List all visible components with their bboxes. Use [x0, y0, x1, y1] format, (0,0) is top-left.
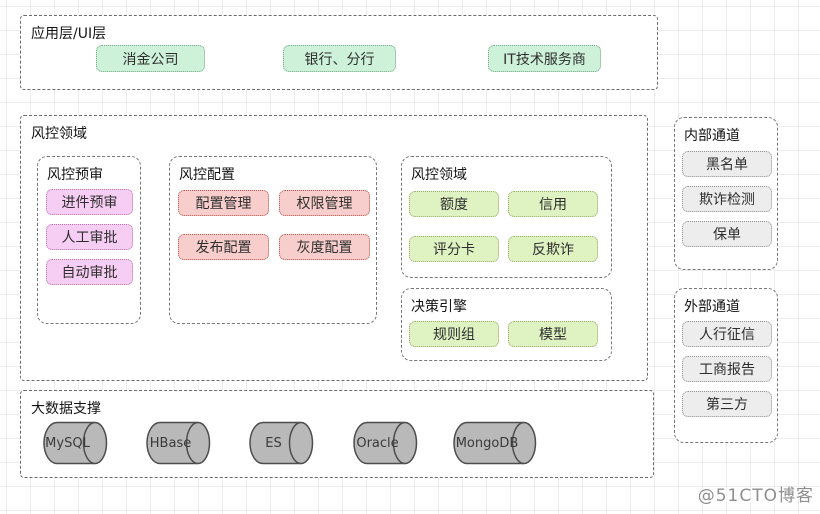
- node-blacklist: 黑名单: [682, 151, 772, 177]
- watermark-51cto-blog: @51CTO博客: [697, 486, 814, 506]
- node-quota: 额度: [409, 191, 499, 217]
- risk-control-domain-frame: 风控领域 风控预审 进件预审 人工审批 自动审批 风控配置 配置管理 权限管理 …: [20, 115, 648, 381]
- node-insurance-policy: 保单: [682, 221, 772, 247]
- node-anti-fraud: 反欺诈: [508, 236, 598, 262]
- app-ui-layer-frame: 应用层/UI层 消金公司 银行、分行 IT技术服务商: [20, 15, 658, 90]
- node-gray-config: 灰度配置: [279, 234, 370, 260]
- db-label-mongodb: MongoDB: [455, 435, 519, 451]
- db-label-es: ES: [265, 435, 282, 451]
- database-cylinder-icon: [43, 421, 108, 465]
- pre-review-group: 风控预审 进件预审 人工审批 自动审批: [37, 156, 141, 324]
- node-config-management: 配置管理: [178, 190, 269, 216]
- bigdata-support-title: 大数据支撑: [31, 401, 101, 417]
- decision-engine-title: 决策引擎: [411, 299, 467, 315]
- node-pboc-credit: 人行征信: [682, 321, 772, 347]
- external-channel-title: 外部通道: [684, 299, 740, 315]
- db-label-hbase: HBase: [149, 435, 192, 451]
- node-rule-group: 规则组: [409, 321, 499, 347]
- db-cylinder-es: ES: [249, 421, 314, 465]
- bigdata-support-frame: 大数据支撑 MySQL HBase ES: [20, 390, 654, 478]
- node-scorecard: 评分卡: [409, 236, 499, 262]
- node-fraud-detection: 欺诈检测: [682, 186, 772, 212]
- node-release-config: 发布配置: [178, 234, 269, 260]
- database-cylinder-icon: [249, 421, 314, 465]
- node-it-service-provider: IT技术服务商: [488, 45, 601, 72]
- node-model: 模型: [508, 321, 598, 347]
- node-consumer-finance-company: 消金公司: [96, 45, 205, 72]
- decision-engine-group: 决策引擎 规则组 模型: [401, 288, 612, 361]
- node-bank-branch: 银行、分行: [283, 45, 396, 72]
- pre-review-title: 风控预审: [47, 167, 103, 183]
- risk-control-domain-title: 风控领域: [31, 126, 87, 142]
- database-cylinder-icon: [353, 421, 418, 465]
- node-business-report: 工商报告: [682, 356, 772, 382]
- db-cylinder-mysql: MySQL: [43, 421, 108, 465]
- db-label-mysql: MySQL: [45, 435, 90, 451]
- node-permission-management: 权限管理: [279, 190, 370, 216]
- node-auto-approval: 自动审批: [46, 259, 133, 285]
- node-manual-approval: 人工审批: [46, 224, 133, 250]
- db-cylinder-hbase: HBase: [146, 421, 211, 465]
- risk-domain-group: 风控领域 额度 信用 评分卡 反欺诈: [401, 156, 612, 278]
- node-third-party: 第三方: [682, 391, 772, 417]
- internal-channel-frame: 内部通道 黑名单 欺诈检测 保单: [674, 117, 778, 270]
- node-credit: 信用: [508, 191, 598, 217]
- node-intake-pre-review: 进件预审: [46, 189, 133, 215]
- database-cylinder-icon: [146, 421, 211, 465]
- internal-channel-title: 内部通道: [684, 128, 740, 144]
- db-cylinder-oracle: Oracle: [353, 421, 418, 465]
- database-cylinder-icon: [453, 421, 537, 465]
- db-cylinder-mongodb: MongoDB: [453, 421, 537, 465]
- risk-config-title: 风控配置: [179, 167, 235, 183]
- risk-domain-group-title: 风控领域: [411, 167, 467, 183]
- app-ui-layer-title: 应用层/UI层: [31, 26, 107, 42]
- external-channel-frame: 外部通道 人行征信 工商报告 第三方: [674, 288, 778, 443]
- db-label-oracle: Oracle: [356, 435, 399, 451]
- risk-config-group: 风控配置 配置管理 权限管理 发布配置 灰度配置: [169, 156, 377, 324]
